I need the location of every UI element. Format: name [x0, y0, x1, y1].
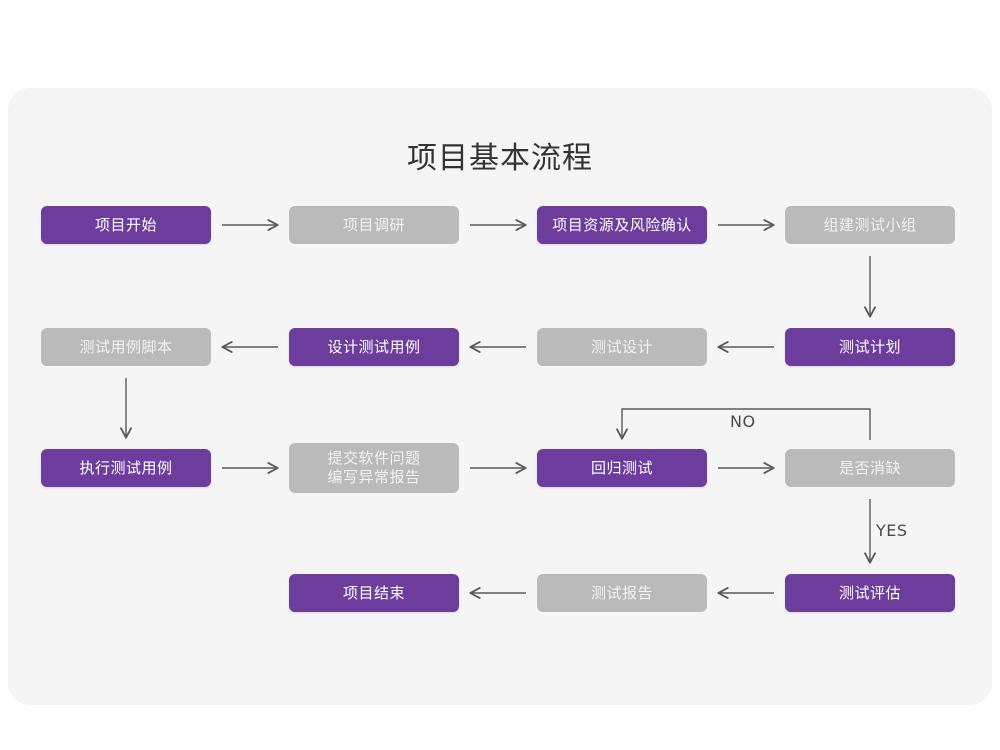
flow-node-n3[interactable]: 项目资源及风险确认: [537, 206, 707, 244]
flow-node-n7[interactable]: 测试设计: [537, 328, 707, 366]
flow-node-n8[interactable]: 测试计划: [785, 328, 955, 366]
flow-node-n13[interactable]: 项目结束: [289, 574, 459, 612]
flow-node-n2[interactable]: 项目调研: [289, 206, 459, 244]
flow-node-n4[interactable]: 组建测试小组: [785, 206, 955, 244]
flow-node-n12[interactable]: 是否消缺: [785, 449, 955, 487]
flow-node-n10[interactable]: 提交软件问题 编写异常报告: [289, 443, 459, 493]
edge-label-lbl-yes: YES: [876, 521, 908, 540]
flow-node-n1[interactable]: 项目开始: [41, 206, 211, 244]
flow-node-n15[interactable]: 测试评估: [785, 574, 955, 612]
page-title: 项目基本流程: [407, 141, 593, 176]
flow-node-n6[interactable]: 设计测试用例: [289, 328, 459, 366]
flow-node-n14[interactable]: 测试报告: [537, 574, 707, 612]
flow-node-n5[interactable]: 测试用例脚本: [41, 328, 211, 366]
edge-label-lbl-no: NO: [730, 412, 756, 431]
flow-node-n9[interactable]: 执行测试用例: [41, 449, 211, 487]
flow-node-n11[interactable]: 回归测试: [537, 449, 707, 487]
diagram-card: [8, 88, 992, 705]
